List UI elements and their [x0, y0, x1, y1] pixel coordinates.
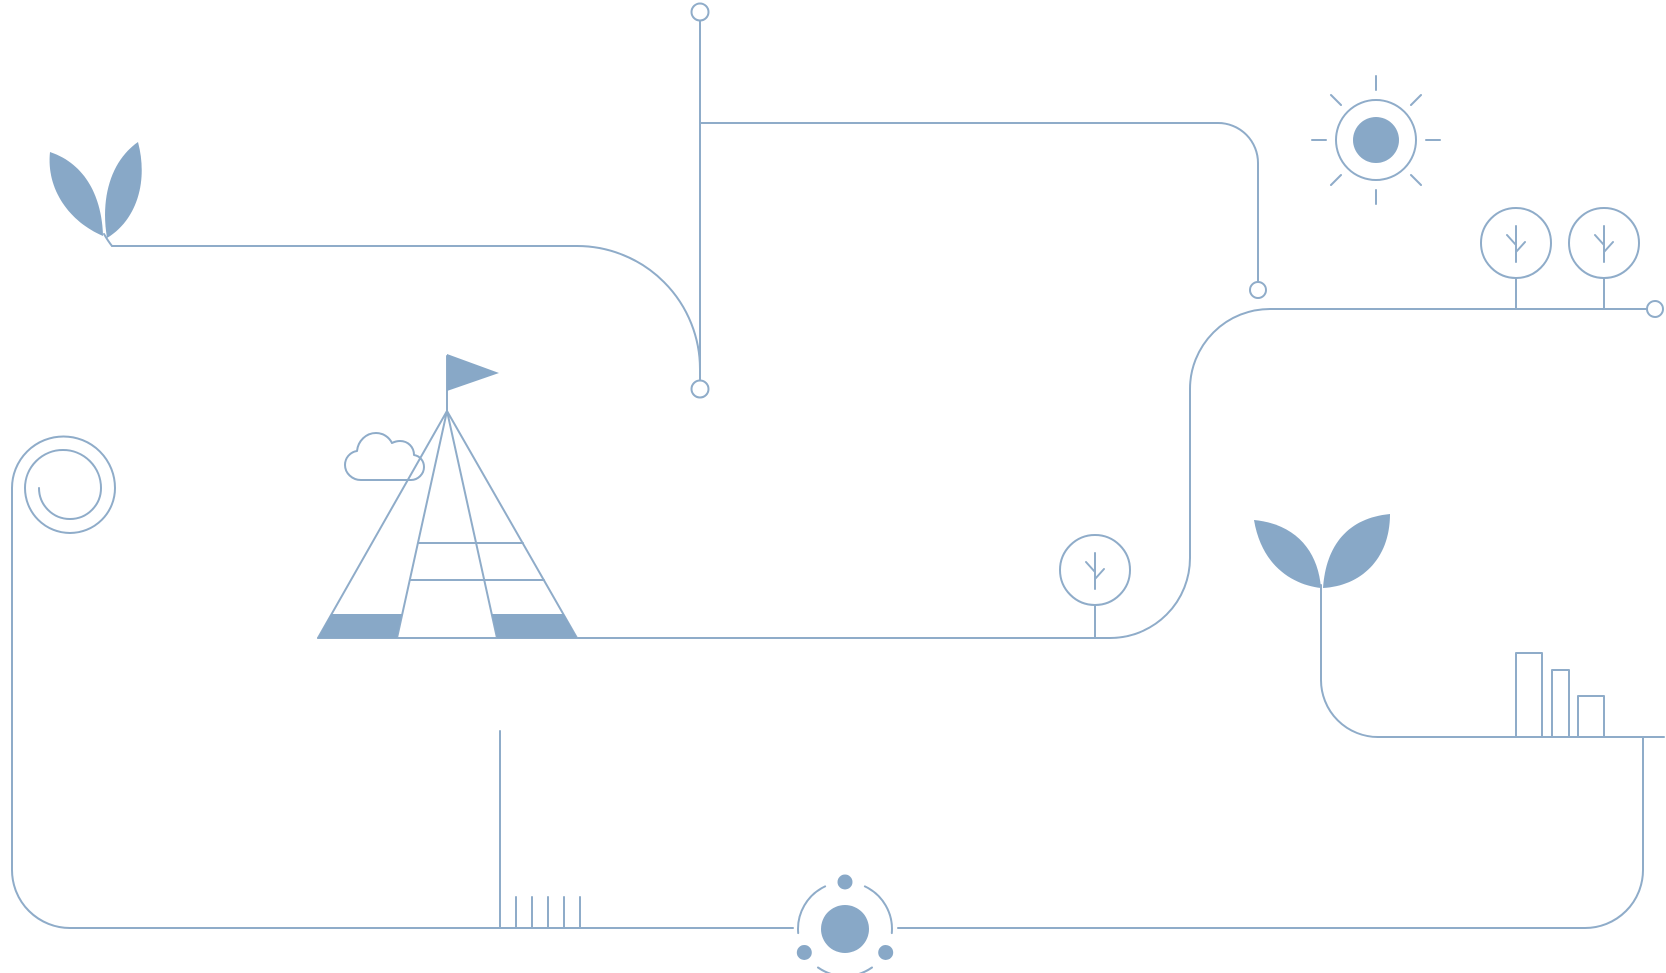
connector-top [690, 2, 1267, 399]
city-bars-icon [1515, 652, 1605, 738]
tree-icon-1 [1480, 207, 1552, 310]
share-dot-top [837, 874, 853, 890]
cloud-icon [344, 432, 425, 481]
city-bar-short [1577, 695, 1605, 738]
tent-base-left-fill [318, 614, 402, 638]
tent-outer-triangle [317, 410, 578, 639]
connector-leaf-line [111, 245, 701, 370]
sun-rays [1311, 75, 1441, 205]
tent-inner-lines [396, 410, 498, 639]
leaf-left-blade [49, 152, 103, 236]
tree-sprig [1085, 552, 1105, 590]
spiral-path [11, 435, 116, 534]
tent-icon [317, 354, 578, 639]
leaf-right-blade [105, 142, 142, 238]
tree-sprig [1594, 225, 1614, 263]
node-circle-top [690, 2, 710, 22]
connector-bottom-left-line [11, 487, 794, 929]
city-bar-medium [1551, 669, 1570, 738]
share-dot-right [878, 945, 894, 960]
leaf-stem [103, 233, 113, 247]
connector-branch-line [699, 122, 1259, 283]
share-arc-1 [863, 885, 893, 935]
sun-outer-circle [1335, 99, 1417, 181]
connector-bottom-right-line [897, 736, 1644, 929]
share-arc-3 [797, 885, 827, 935]
tree-sprig [1506, 225, 1526, 263]
node-circle-right [1646, 300, 1664, 318]
seedling-icon [1254, 514, 1390, 738]
spiral-icon [11, 435, 116, 534]
tent-base-right-fill [492, 614, 577, 638]
flag-icon [447, 354, 499, 391]
leaf-icon [49, 142, 142, 247]
seedling-stem [1320, 584, 1379, 738]
connector-right-line [317, 308, 1648, 639]
tick-marks [515, 896, 581, 929]
sun-icon [1311, 75, 1441, 205]
node-circle-bottom [690, 379, 710, 399]
tree-icon-2 [1568, 207, 1640, 310]
share-icon [796, 874, 894, 973]
node-circle-branch-end [1249, 281, 1267, 299]
share-dot-left [796, 945, 812, 960]
sun-core [1353, 117, 1399, 163]
seedling-right-leaf [1323, 514, 1390, 588]
city-bar-tall [1515, 652, 1543, 738]
tick-marks-icon [499, 730, 581, 929]
share-arc-2 [817, 966, 873, 973]
share-center-dot [821, 905, 869, 953]
seedling-left-leaf [1254, 520, 1321, 588]
tent-cross-lines [409, 542, 545, 581]
tree-icon-3 [1059, 534, 1131, 639]
